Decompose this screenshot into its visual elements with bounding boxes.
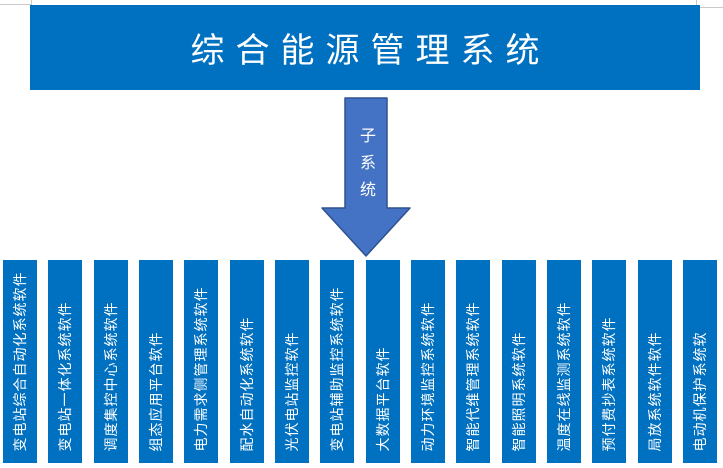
down-arrow-icon <box>321 97 411 257</box>
subsystem-label: 配水自动化系统软件 <box>239 316 256 451</box>
page-title: 综合能源管理系统 <box>190 31 551 71</box>
subsystem-bar: 电动机保护系统软 <box>682 260 717 463</box>
subsystem-label: 智能照明系统软件 <box>511 331 528 451</box>
subsystem-bar: 预付费抄表系统软件 <box>592 260 627 463</box>
subsystem-bars: 变电站综合自动化系统软件 变电站一体化系统软件 调度集控中心系统软件 组态应用平… <box>3 260 717 463</box>
subsystem-bar: 温度在线监测系统软件 <box>546 260 581 463</box>
subsystem-bar: 电力需求侧管理系统软件 <box>184 260 219 463</box>
arrow-label: 子系统 <box>357 127 376 208</box>
subsystem-label: 大数据平台软件 <box>375 346 392 451</box>
page-corner-mark-left <box>0 0 32 5</box>
subsystem-bar: 组态应用平台软件 <box>138 260 173 463</box>
subsystem-bar: 变电站一体化系统软件 <box>48 260 83 463</box>
subsystem-label: 温度在线监测系统软件 <box>556 301 573 451</box>
subsystem-bar: 局放系统软件软件 <box>637 260 672 463</box>
subsystem-bar: 智能代维管理系统软件 <box>456 260 491 463</box>
down-arrow-shape <box>321 97 411 257</box>
subsystem-bar: 调度集控中心系统软件 <box>93 260 128 463</box>
subsystem-label: 智能代维管理系统软件 <box>466 301 483 451</box>
subsystem-label: 预付费抄表系统软件 <box>602 316 619 451</box>
subsystem-bar: 变电站综合自动化系统软件 <box>3 260 37 463</box>
subsystem-label: 调度集控中心系统软件 <box>103 301 120 451</box>
subsystem-bar: 大数据平台软件 <box>365 260 400 463</box>
subsystem-label: 变电站辅助监控系统软件 <box>330 286 347 451</box>
arrow-label-container: 子系统 <box>345 98 387 208</box>
header-banner: 综合能源管理系统 <box>30 5 700 90</box>
subsystem-label: 光伏电站监控软件 <box>284 331 301 451</box>
subsystem-label: 变电站综合自动化系统软件 <box>13 271 29 451</box>
subsystem-bar: 光伏电站监控软件 <box>274 260 309 463</box>
subsystem-label: 动力环境监控系统软件 <box>420 301 437 451</box>
subsystem-label: 电动机保护系统软 <box>692 331 709 451</box>
subsystem-bar: 配水自动化系统软件 <box>229 260 264 463</box>
page-corner-mark-right <box>696 0 723 8</box>
subsystem-label: 局放系统软件软件 <box>647 331 664 451</box>
subsystem-bar: 智能照明系统软件 <box>501 260 536 463</box>
subsystem-bar: 动力环境监控系统软件 <box>410 260 445 463</box>
subsystem-label: 组态应用平台软件 <box>148 331 165 451</box>
subsystem-label: 电力需求侧管理系统软件 <box>194 286 211 451</box>
subsystem-bar: 变电站辅助监控系统软件 <box>320 260 355 463</box>
subsystem-label: 变电站一体化系统软件 <box>58 301 75 451</box>
